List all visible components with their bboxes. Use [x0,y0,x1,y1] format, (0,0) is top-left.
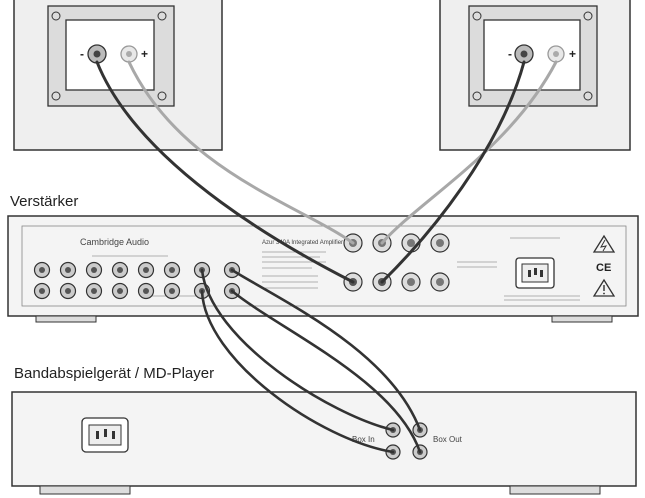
caution-warning-icon [592,278,616,297]
amplifier-panel-fine-print [92,237,580,301]
tape-out-to-box-in-cable-b [200,289,395,454]
right-speaker-minus-label: - [508,47,512,61]
right-speaker-positive-cable [380,60,558,245]
tape-in-to-box-out-cable-a [230,268,422,432]
tape-cables [200,268,422,454]
amplifier-label: Verstärker [10,193,78,210]
amplifier-rear-panel: Cambridge Audio Azur 340A Integrated Amp… [7,215,639,323]
left-speaker-positive-cable [127,60,355,245]
left-speaker-minus-terminal [87,44,107,64]
left-speaker-minus-label: - [80,47,84,61]
tape-in-to-box-out-cable-b [230,289,422,454]
right-speaker-minus-terminal [514,44,534,64]
amplifier-model: Azur 340A Integrated Amplifier [262,240,343,246]
left-speaker-plus-terminal [120,45,138,63]
amplifier-power-inlet [515,257,555,289]
box-in-label: Box In [352,435,375,444]
right-speaker-plus-terminal [547,45,565,63]
tape-out-to-box-in-cable-a [200,268,395,432]
player-power-inlet [81,417,129,453]
box-out-label: Box Out [433,435,463,444]
right-speaker-negative-cable [380,60,526,284]
ce-mark: CE [596,262,611,274]
amplifier-brand: Cambridge Audio [80,237,149,247]
amplifier-rca-inputs [33,261,181,300]
right-speaker-plus-label: + [569,47,576,61]
tape-md-player: Box In Box Out [11,391,637,495]
left-speaker-negative-cable [95,60,355,284]
right-speaker: - + [439,0,631,151]
lightning-warning-icon [592,234,616,253]
left-speaker-plus-label: + [141,47,148,61]
speaker-cables [95,60,558,284]
player-label: Bandabspielgerät / MD-Player [14,365,214,382]
left-speaker: - + [13,0,223,151]
